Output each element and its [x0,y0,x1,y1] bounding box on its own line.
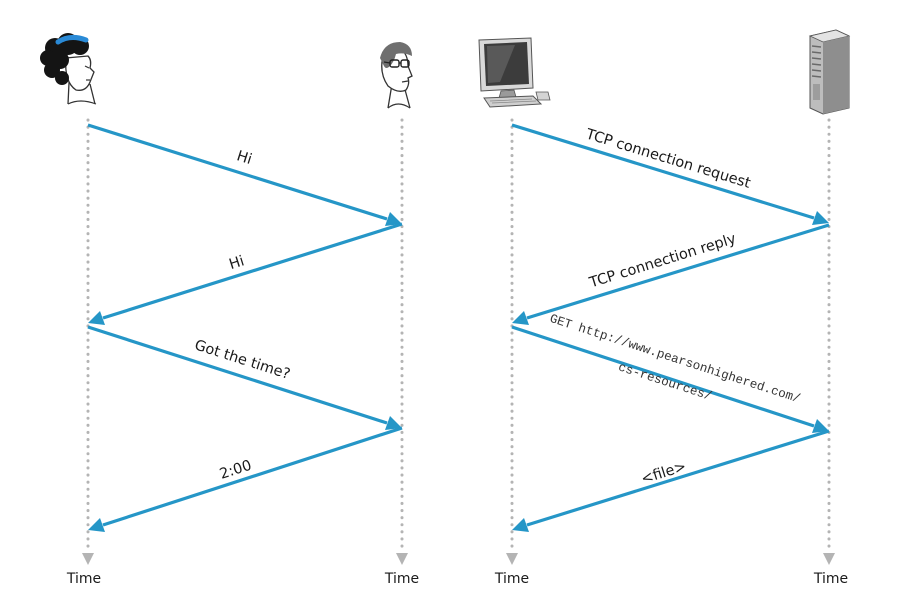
arrow-head [385,416,402,430]
time-label: Time [494,571,529,587]
arrow-head [88,311,105,325]
message-arrow [102,222,403,320]
arrow-head [385,212,402,226]
message-arrow [526,223,830,320]
arrow-head [812,211,829,225]
message-label: Hi [235,148,254,168]
message-label: Hi [227,253,246,273]
message-arrow [511,325,815,428]
time-label: Time [813,571,848,587]
arrow-head [512,311,529,325]
time-arrow-head [82,553,94,565]
time-arrow-head [506,553,518,565]
time-arrow-head [823,553,835,565]
time-label: Time [66,571,101,587]
server-tower-icon [808,29,851,115]
desktop-computer-icon [478,37,551,108]
time-label: Time [384,571,419,587]
message-arrow [511,123,815,220]
arrow-head [812,419,829,433]
message-arrow [526,429,830,527]
message-label: TCP connection request [583,126,753,192]
man-with-glasses-icon [380,42,413,109]
message-arrow [87,325,388,425]
arrow-head [512,518,529,532]
woman-person-icon [40,33,97,105]
time-arrow-head [396,553,408,565]
message-arrow [87,123,388,221]
message-arrow [102,426,403,527]
arrow-head [88,518,105,532]
